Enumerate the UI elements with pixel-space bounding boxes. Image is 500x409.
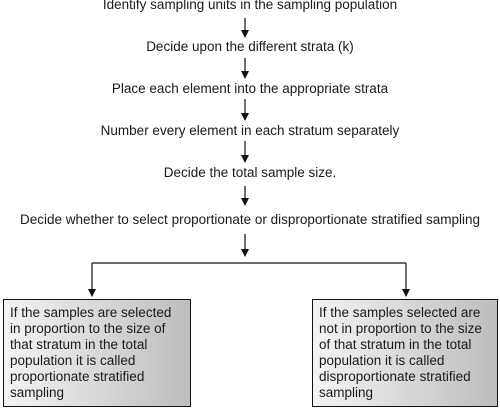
proportionate-outcome-box: If the samples are selected in proportio… [3,299,191,407]
disproportionate-text-line: population it is called [319,353,445,368]
proportionate-text-line: proportionate stratified [10,369,145,384]
proportionate-text-line: that stratum in the total [10,337,148,352]
step-identify-sampling-units: Identify sampling units in the sampling … [102,0,398,12]
disproportionate-text-line: If the samples selected are [319,305,481,320]
step-decide-strata: Decide upon the different strata (k) [146,39,354,54]
proportionate-text-line: population it is called [10,353,136,368]
disproportionate-text-line: of that stratum in the total [319,337,472,352]
step-place-elements: Place each element into the appropriate … [111,81,389,96]
proportionate-text-line: in proportion to the size of [10,321,166,336]
disproportionate-text-line: disproportionate stratified [319,369,471,384]
disproportionate-text-line: sampling [319,385,374,400]
proportionate-text-line: If the samples are selected [10,305,172,320]
disproportionate-outcome-box: If the samples selected are not in propo… [312,299,498,407]
step-select-sampling-type: Decide whether to select proportionate o… [19,212,480,227]
disproportionate-text-line: not in proportion to the size [319,321,482,336]
proportionate-text-line: sampling [10,385,65,400]
step-decide-sample-size: Decide the total sample size. [163,165,337,180]
step-number-elements: Number every element in each stratum sep… [100,123,400,138]
